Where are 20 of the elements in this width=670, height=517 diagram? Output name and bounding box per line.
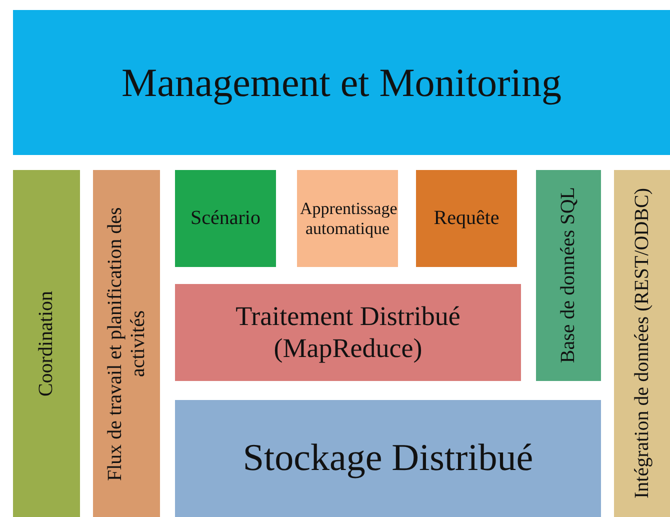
component-label: Stockage Distribué [242, 436, 534, 480]
component-box [416, 170, 517, 267]
component-label: Scénario [190, 207, 260, 230]
component-label: Requête [434, 207, 500, 230]
component-box [175, 284, 521, 381]
component-box [175, 400, 601, 517]
component-label: Flux de travail et planification des activités [104, 206, 150, 482]
component-label: Intégration de données (REST/ODBC) [630, 188, 654, 499]
component-label: Traitement Distribué (MapReduce) [234, 301, 462, 364]
component-box [297, 170, 398, 267]
component-box [13, 170, 80, 517]
component-box [13, 10, 670, 155]
component-box [93, 170, 160, 517]
component-box [614, 170, 670, 517]
component-box [536, 170, 601, 381]
component-box [175, 170, 276, 267]
component-label: Apprentissage automatique [300, 198, 395, 238]
component-label: Management et Monitoring [122, 60, 562, 106]
component-label: Base de données SQL [557, 187, 580, 364]
component-label: Coordination [35, 290, 58, 396]
